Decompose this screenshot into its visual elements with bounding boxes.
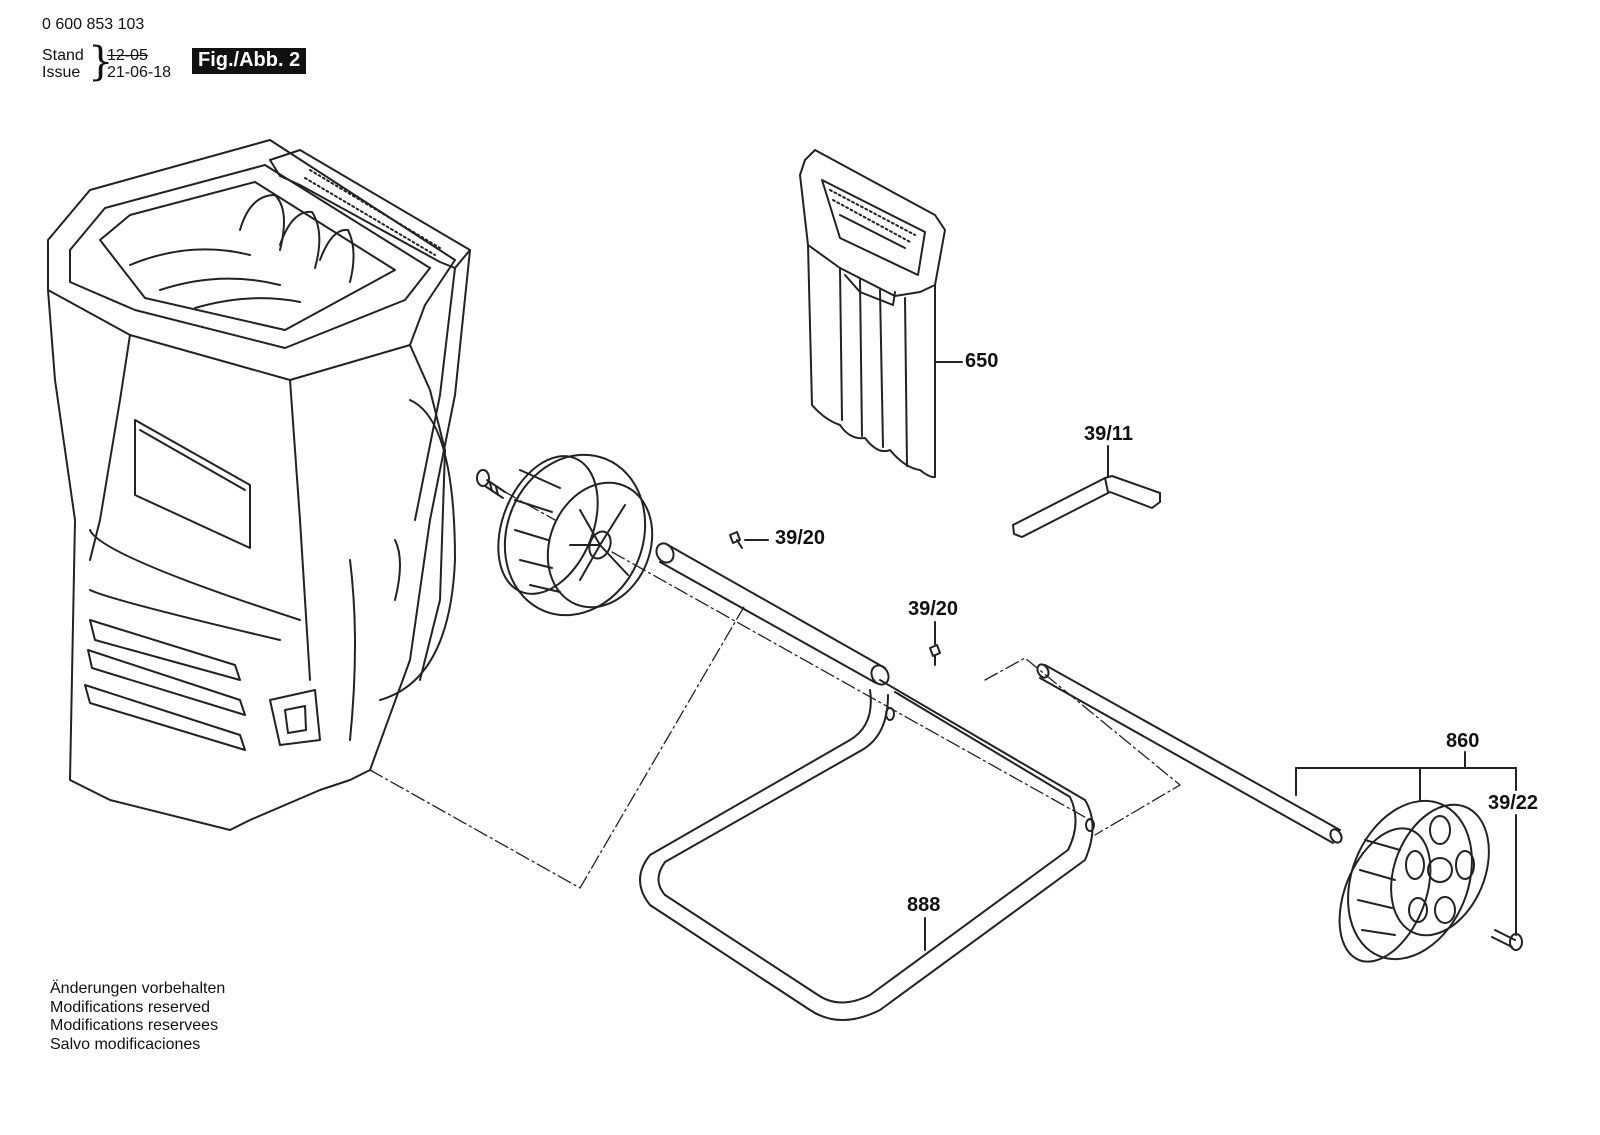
part-label-860: 860 <box>1446 730 1480 752</box>
part-label-39-22: 39/22 <box>1488 792 1539 814</box>
figure-label: Fig./Abb. 2 <box>192 48 307 74</box>
note-french: Modifications reservees <box>50 1017 219 1034</box>
assembly-lines <box>369 491 1181 889</box>
part-label-39-20-a: 39/20 <box>775 527 826 549</box>
left-axle-screw <box>476 469 506 499</box>
issue-label: Issue <box>42 64 81 81</box>
right-axle-rod <box>1036 663 1343 844</box>
axle-tube <box>655 542 890 686</box>
right-wheel <box>1338 799 1490 963</box>
issue-date: 21-06-18 <box>107 64 172 81</box>
part-label-888: 888 <box>907 894 941 916</box>
note-german: Änderungen vorbehalten <box>50 980 226 997</box>
shredder-housing <box>47 139 471 831</box>
note-spanish: Salvo modificaciones <box>50 1035 201 1053</box>
pin-39-20-b <box>929 644 941 666</box>
part-label-650: 650 <box>965 350 999 372</box>
part-label-39-20-b: 39/20 <box>908 598 959 620</box>
modification-notes: Änderungen vorbehalten Modifications res… <box>50 980 225 1054</box>
stand-label: Stand <box>42 47 84 64</box>
document-number: 0 600 853 103 <box>42 16 145 33</box>
stand-issue-labels: Stand Issue <box>42 47 84 81</box>
frame-888 <box>639 679 1095 1021</box>
right-axle-screw <box>1491 929 1523 951</box>
left-wheel <box>497 453 654 617</box>
stand-date: 12-05 <box>107 47 148 64</box>
bracket-860 <box>1295 751 1517 936</box>
note-english: Modifications reserved <box>50 998 211 1016</box>
pin-39-20-a <box>729 531 743 549</box>
brace-symbol: } <box>88 39 114 85</box>
part-label-39-11: 39/11 <box>1084 423 1133 445</box>
hex-key-39-11 <box>1012 475 1161 538</box>
discharge-chute-650 <box>799 149 946 479</box>
